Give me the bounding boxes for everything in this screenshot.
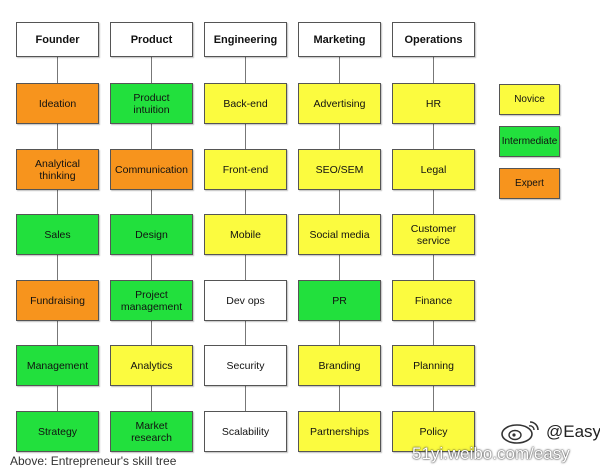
skill-box-finance: Finance: [392, 280, 475, 321]
skill-box-partnerships: Partnerships: [298, 411, 381, 452]
column-header-operations: Operations: [392, 22, 475, 57]
watermark: @Easy 51yi.weibo.com/easy: [408, 414, 600, 466]
skill-box-scalability: Scalability: [204, 411, 287, 452]
skill-box-management: Management: [16, 345, 99, 386]
skill-box-communication: Communication: [110, 149, 193, 190]
watermark-handle: @Easy: [546, 422, 600, 441]
skill-box-sales: Sales: [16, 214, 99, 255]
skill-box-customer-service: Customer service: [392, 214, 475, 255]
skill-box-branding: Branding: [298, 345, 381, 386]
skill-box-product-intuition: Product intuition: [110, 83, 193, 124]
skill-box-pr: PR: [298, 280, 381, 321]
skill-box-design: Design: [110, 214, 193, 255]
legend-expert: Expert: [499, 168, 560, 199]
skill-box-front-end: Front-end: [204, 149, 287, 190]
skill-box-legal: Legal: [392, 149, 475, 190]
skill-box-seo-sem: SEO/SEM: [298, 149, 381, 190]
skill-box-analytical-thinking: Analytical thinking: [16, 149, 99, 190]
skill-box-mobile: Mobile: [204, 214, 287, 255]
skill-box-back-end: Back-end: [204, 83, 287, 124]
skill-box-planning: Planning: [392, 345, 475, 386]
skill-box-ideation: Ideation: [16, 83, 99, 124]
skill-box-dev-ops: Dev ops: [204, 280, 287, 321]
skill-box-security: Security: [204, 345, 287, 386]
column-header-product: Product: [110, 22, 193, 57]
skill-box-strategy: Strategy: [16, 411, 99, 452]
skill-box-policy: Policy: [392, 411, 475, 452]
watermark-url: 51yi.weibo.com/easy: [412, 444, 570, 463]
legend-novice: Novice: [499, 84, 560, 115]
skill-box-fundraising: Fundraising: [16, 280, 99, 321]
skill-box-analytics: Analytics: [110, 345, 193, 386]
skill-box-advertising: Advertising: [298, 83, 381, 124]
skill-box-market-research: Market research: [110, 411, 193, 452]
column-header-marketing: Marketing: [298, 22, 381, 57]
skill-box-project-management: Project management: [110, 280, 193, 321]
column-header-founder: Founder: [16, 22, 99, 57]
legend-intermediate: Intermediate: [499, 126, 560, 157]
column-header-engineering: Engineering: [204, 22, 287, 57]
skill-box-hr: HR: [392, 83, 475, 124]
skill-box-social-media: Social media: [298, 214, 381, 255]
figure-caption: Above: Entrepreneur's skill tree: [10, 454, 177, 468]
weibo-logo-icon: [501, 421, 539, 444]
